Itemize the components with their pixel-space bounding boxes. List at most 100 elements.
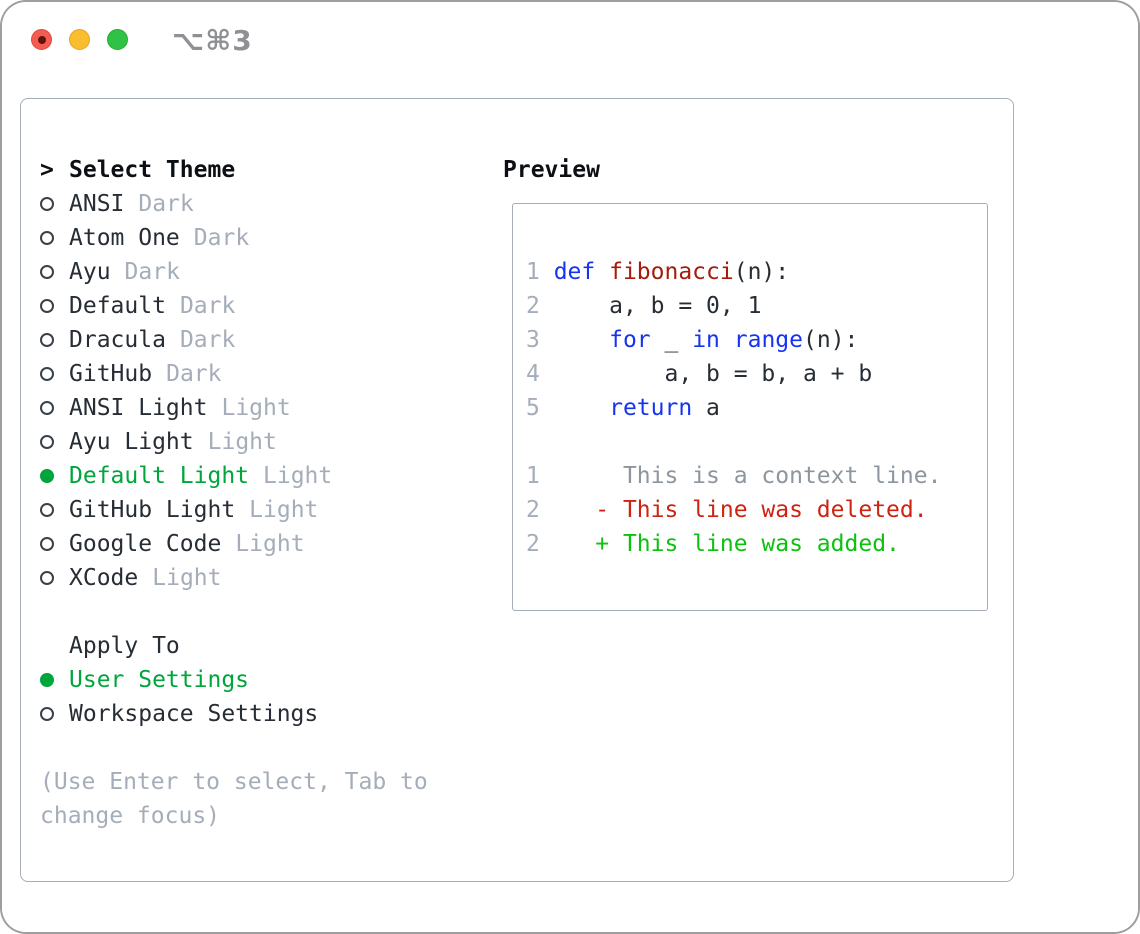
function-name-token: fibonacci bbox=[595, 259, 734, 285]
code-token: _ bbox=[650, 327, 693, 353]
preview-code-line bbox=[526, 425, 987, 459]
hint-text: (Use Enter to select, Tab to change focu… bbox=[40, 765, 480, 833]
theme-variant: Dark bbox=[179, 293, 236, 319]
hint-line-1: (Use Enter to select, Tab to bbox=[40, 769, 428, 795]
theme-variant: Light bbox=[221, 395, 291, 421]
selection-arrow-icon: > bbox=[40, 157, 54, 183]
titlebar: ⌥⌘3 bbox=[2, 2, 1138, 98]
preview-column: Preview 1 def fibonacci(n):2 a, b = 0, 1… bbox=[503, 153, 1003, 611]
apply-to-item[interactable]: Workspace Settings bbox=[40, 697, 480, 731]
select-theme-header: > Select Theme bbox=[40, 153, 480, 187]
theme-variant: Dark bbox=[124, 259, 180, 285]
code-token bbox=[554, 395, 609, 421]
code-token bbox=[720, 327, 734, 353]
apply-to-list: User Settings Workspace Settings bbox=[40, 663, 480, 731]
radio-icon bbox=[40, 673, 69, 687]
line-number: 2 bbox=[526, 531, 554, 557]
theme-variant: Dark bbox=[138, 191, 194, 217]
code-token bbox=[554, 327, 609, 353]
radio-icon bbox=[40, 231, 69, 245]
theme-variant: Light bbox=[249, 497, 319, 523]
apply-to-title: Apply To bbox=[69, 633, 180, 659]
preview-code-line: 4 a, b = b, a + b bbox=[526, 357, 987, 391]
theme-name: ANSI bbox=[69, 191, 125, 217]
theme-variant: Light bbox=[263, 463, 333, 489]
traffic-lights bbox=[31, 29, 128, 50]
preview-code-line: 2 - This line was deleted. bbox=[526, 493, 987, 527]
theme-list-item[interactable]: XCode Light bbox=[40, 561, 480, 595]
apply-to-item[interactable]: User Settings bbox=[40, 663, 480, 697]
hint-line-2: change focus) bbox=[40, 803, 221, 829]
preview-code-line: 1 def fibonacci(n): bbox=[526, 255, 987, 289]
radio-icon bbox=[40, 401, 69, 415]
theme-name: GitHub bbox=[69, 361, 153, 387]
radio-icon bbox=[40, 435, 69, 449]
preview-code-line: 3 for _ in range(n): bbox=[526, 323, 987, 357]
line-number: 1 bbox=[526, 259, 554, 285]
select-theme-title: Select Theme bbox=[69, 157, 236, 183]
keyword-token: range bbox=[733, 327, 803, 353]
theme-list-item[interactable]: GitHub Light Light bbox=[40, 493, 480, 527]
preview-code-line: 5 return a bbox=[526, 391, 987, 425]
preview-title: Preview bbox=[503, 157, 600, 183]
preview-code-line: 2 + This line was added. bbox=[526, 527, 987, 561]
theme-list-item[interactable]: Ayu Dark bbox=[40, 255, 480, 289]
theme-name: Atom One bbox=[69, 225, 180, 251]
keyword-token: return bbox=[609, 395, 693, 421]
keyword-token: def bbox=[553, 259, 596, 285]
line-number: 4 bbox=[526, 361, 554, 387]
minimize-button[interactable] bbox=[69, 29, 90, 50]
theme-name: Dracula bbox=[69, 327, 166, 353]
unsaved-dot-icon bbox=[37, 35, 46, 44]
radio-icon bbox=[40, 571, 69, 585]
deleted-line-text: - This line was deleted. bbox=[553, 497, 928, 523]
theme-name: XCode bbox=[69, 565, 139, 591]
theme-variant: Dark bbox=[179, 327, 236, 353]
theme-list-item[interactable]: Dracula Dark bbox=[40, 323, 480, 357]
line-number: 1 bbox=[526, 463, 554, 489]
theme-list-item[interactable]: Google Code Light bbox=[40, 527, 480, 561]
theme-list-item[interactable]: GitHub Dark bbox=[40, 357, 480, 391]
radio-icon bbox=[40, 469, 69, 483]
apply-to-label: User Settings bbox=[69, 667, 250, 693]
theme-name: GitHub Light bbox=[69, 497, 236, 523]
apply-to-label: Workspace Settings bbox=[69, 701, 319, 727]
theme-name: Google Code bbox=[69, 531, 222, 557]
theme-variant: Light bbox=[235, 531, 305, 557]
line-number: 2 bbox=[526, 293, 554, 319]
preview-code-line: 1 This is a context line. bbox=[526, 459, 987, 493]
window-title: ⌥⌘3 bbox=[172, 24, 253, 57]
line-number: 3 bbox=[526, 327, 554, 353]
line-number: 5 bbox=[526, 395, 554, 421]
code-token: a bbox=[692, 395, 720, 421]
radio-icon bbox=[40, 265, 69, 279]
code-token: (n): bbox=[733, 259, 790, 285]
keyword-token: for bbox=[609, 327, 651, 353]
theme-variant: Dark bbox=[166, 361, 222, 387]
close-button[interactable] bbox=[31, 29, 52, 50]
theme-name: ANSI Light bbox=[69, 395, 208, 421]
code-token: a, b = b, a + b bbox=[553, 361, 873, 387]
zoom-button[interactable] bbox=[107, 29, 128, 50]
radio-icon bbox=[40, 707, 69, 721]
radio-icon bbox=[40, 503, 69, 517]
keyword-token: in bbox=[692, 327, 720, 353]
theme-list-item[interactable]: ANSI Dark bbox=[40, 187, 480, 221]
code-token: (n): bbox=[803, 327, 859, 353]
line-number: 2 bbox=[526, 497, 554, 523]
theme-list-item[interactable]: ANSI Light Light bbox=[40, 391, 480, 425]
theme-variant: Light bbox=[207, 429, 277, 455]
theme-variant: Light bbox=[152, 565, 222, 591]
theme-name: Ayu bbox=[69, 259, 111, 285]
theme-list-item[interactable]: Atom One Dark bbox=[40, 221, 480, 255]
radio-icon bbox=[40, 367, 69, 381]
theme-variant: Dark bbox=[193, 225, 250, 251]
